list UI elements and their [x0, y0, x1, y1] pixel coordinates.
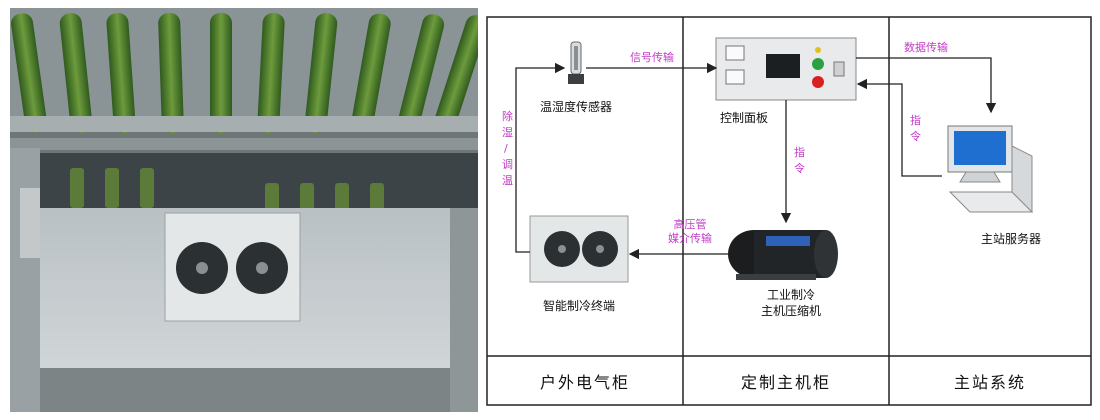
resistor-tubes: [11, 12, 478, 134]
edge-dehum-3: /: [504, 142, 508, 155]
cooling-terminal-photo: [164, 212, 301, 322]
column-host-cabinet: 定制主机柜: [741, 373, 831, 392]
edge-dehum-5: 温: [502, 174, 513, 187]
cooling-terminal-label: 智能制冷终端: [543, 298, 615, 313]
server-label: 主站服务器: [981, 231, 1041, 246]
column-outdoor-cabinet: 户外电气柜: [540, 373, 630, 392]
compressor-icon: [728, 230, 838, 280]
cabinet-photo: [10, 8, 478, 412]
edge-data-label: 数据传输: [904, 40, 948, 54]
edge-refrigerant-2: 媒介传输: [668, 231, 712, 245]
system-diagram: 户外电气柜 定制主机柜 主站系统 温湿度传感器 控制面板 主站服务器 工业制冷 …: [486, 16, 1092, 406]
edge-dehum-1: 除: [502, 109, 513, 123]
edge-command-down-2: 令: [794, 161, 805, 175]
edge-signal-label: 信号传输: [630, 50, 674, 64]
edge-dehum-4: 调: [502, 158, 513, 171]
compressor-label-2: 主机压缩机: [761, 303, 821, 318]
column-master-station: 主站系统: [954, 373, 1026, 392]
compressor-label-1: 工业制冷: [767, 288, 815, 302]
edge-command-up-1: 指: [910, 113, 921, 127]
cooling-terminal-icon: [529, 215, 629, 283]
control-panel-label: 控制面板: [720, 111, 768, 125]
edge-command-down-1: 指: [794, 145, 805, 159]
sensor-label: 温湿度传感器: [540, 99, 612, 114]
edge-command-up-2: 令: [910, 129, 921, 143]
control-panel-icon: [715, 37, 857, 101]
edge-dehum-2: 湿: [502, 126, 513, 139]
sensor-icon: [568, 41, 584, 84]
server-icon: [947, 125, 1034, 213]
edge-refrigerant-1: 高压管: [674, 217, 707, 231]
